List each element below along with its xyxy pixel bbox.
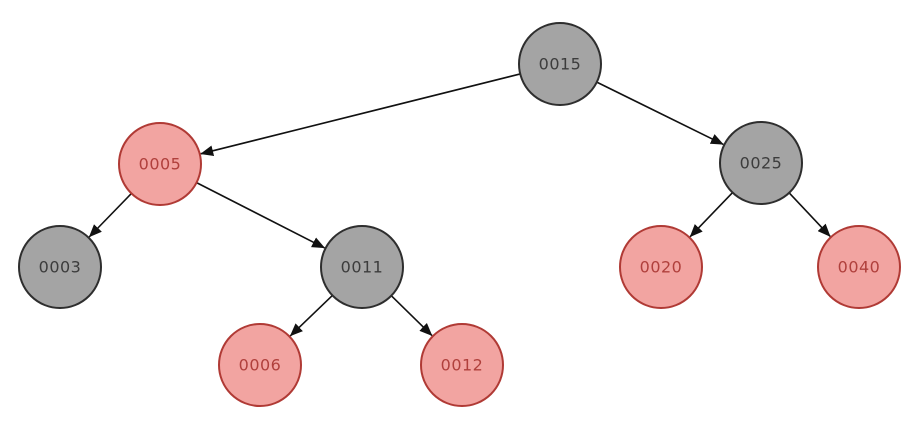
node-circle-black [18,225,102,309]
node-label: 0012 [441,356,484,375]
edges-layer [88,73,831,337]
node-circle-red [218,323,302,407]
node-circle-black [320,225,404,309]
tree-node-0015: 0015 [518,22,602,106]
tree-node-0011: 0011 [320,225,404,309]
nodes-layer: 0015 0005 0025 0003 0011 0020 0040 0006 0012 [18,22,901,407]
tree-edge-0025-to-0020 [689,191,734,238]
tree-edge-0025-to-0040 [788,192,831,237]
tree-node-0003: 0003 [18,225,102,309]
tree-edge-0011-to-0006 [289,294,333,337]
tree-node-0025: 0025 [719,121,803,205]
node-label: 0011 [341,258,384,277]
tree-node-0020: 0020 [619,225,703,309]
node-circle-red [118,122,202,206]
tree-node-0005: 0005 [118,122,202,206]
node-circle-red [817,225,901,309]
node-label: 0020 [640,258,683,277]
node-circle-black [719,121,803,205]
node-label: 0003 [39,258,82,277]
tree-node-0040: 0040 [817,225,901,309]
node-label: 0040 [838,258,881,277]
node-circle-black [518,22,602,106]
tree-edge-0005-to-0011 [196,181,326,249]
tree-edge-0005-to-0003 [88,192,133,238]
tree-node-0012: 0012 [420,323,504,407]
node-circle-red [619,225,703,309]
node-label: 0015 [539,55,582,74]
node-label: 0025 [740,154,783,173]
tree-node-0006: 0006 [218,323,302,407]
node-circle-red [420,323,504,407]
node-label: 0006 [239,356,282,375]
tree-edge-0015-to-0005 [200,73,521,157]
node-label: 0005 [139,155,182,174]
tree-edge-0015-to-0025 [596,81,724,146]
tree-edge-0011-to-0012 [390,295,433,337]
